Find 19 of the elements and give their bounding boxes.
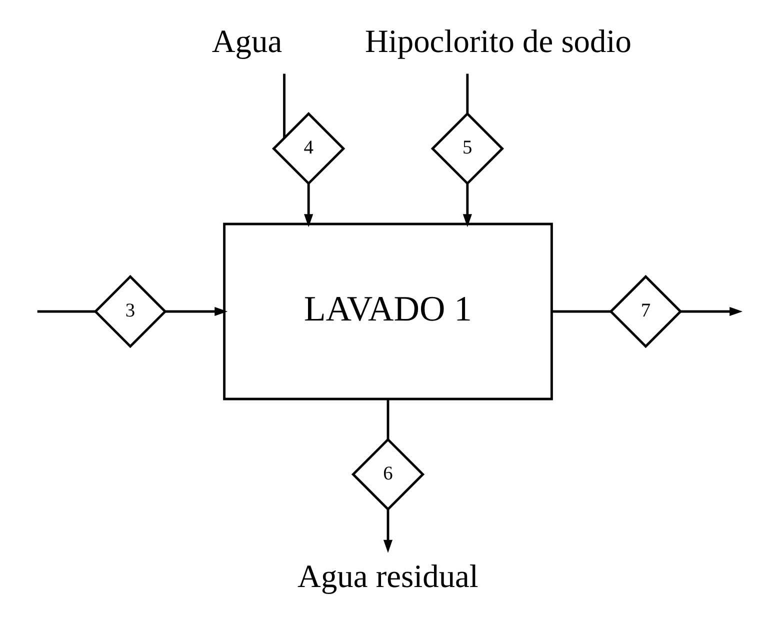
connector [466,74,468,114]
node-diamond: 7 [608,274,682,348]
arrow [680,306,742,316]
connector [551,310,610,313]
arrow [165,306,228,316]
node-text: Agua [211,24,282,60]
arrow [382,510,392,553]
node-box: LAVADO 1 [222,222,552,400]
node-text: Hipoclorito de sodio [364,24,631,60]
node-diamond: 5 [430,112,504,186]
node-diamond: 3 [93,274,166,348]
node-text: Agua residual [297,559,478,596]
arrow [304,184,313,228]
connector [282,74,285,138]
connector [386,399,389,440]
arrow [462,184,472,228]
connector [36,310,95,313]
node-diamond: 4 [272,112,345,186]
node-diamond: 6 [350,438,424,511]
